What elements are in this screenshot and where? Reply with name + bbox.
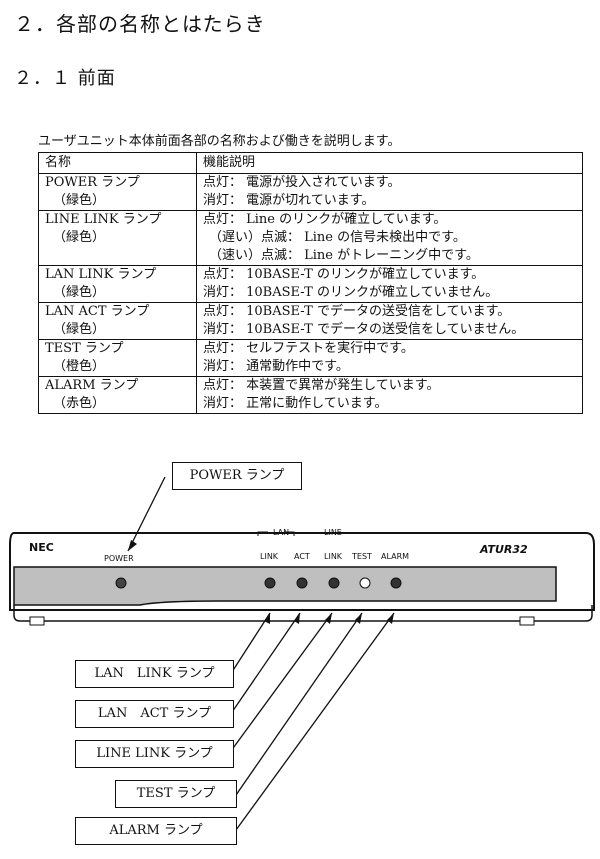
lamp-color: （緑色）: [53, 322, 106, 337]
lamp-name: LAN ACT ランプ: [45, 304, 150, 319]
device-foot-left: [29, 616, 45, 626]
table-header-row: 名称 機能説明: [38, 152, 583, 174]
callout-test: TEST ランプ: [115, 780, 237, 808]
lan-link-callout-line: [229, 612, 271, 676]
header-function: 機能説明: [196, 152, 583, 174]
alarm-led: [390, 577, 402, 589]
intro-text: ユーザユニット本体前面各部の名称および働きを説明します。: [38, 134, 401, 149]
device-foot-right: [519, 616, 535, 626]
lamp-color: （緑色）: [53, 285, 106, 300]
led-label-line-link: LINK: [324, 552, 343, 561]
test-arrowhead: [355, 613, 362, 624]
power-led: [115, 577, 127, 589]
led-label-lan-act: ACT: [294, 552, 310, 561]
lamp-name: POWER ランプ: [45, 175, 140, 190]
device-base: [13, 605, 593, 622]
test-led: [359, 577, 371, 589]
led-label-alarm: ALARM: [381, 552, 410, 561]
line-link-led: [328, 577, 340, 589]
lan-group-label: LAN: [273, 528, 290, 537]
table-row: POWER ランプ （緑色） 点灯： 電源が投入されています。消灯： 電源が切れて…: [38, 173, 583, 211]
led-label-test: TEST: [352, 552, 372, 561]
test-callout-line: [235, 612, 363, 796]
function-table: 名称 機能説明 POWER ランプ（緑色） 点灯： 電源が投入されています。消灯…: [38, 152, 583, 414]
lamp-color: （緑色）: [53, 230, 106, 245]
lamp-color: （緑色）: [53, 193, 106, 208]
lan-act-led: [296, 577, 308, 589]
function-line: （遅い）点滅： Line の信号未検出中です。: [209, 230, 466, 245]
power-label: POWER: [104, 554, 134, 563]
function-line: （速い）点滅： Line がトレーニング中です。: [209, 248, 479, 263]
function-line: 消灯： 正常に動作しています。: [203, 396, 388, 411]
lan-act-callout-line: [229, 612, 301, 716]
table-row: TEST ランプ （橙色） 点灯： セルフテストを実行中です。消灯： 通常動作中で…: [38, 339, 583, 377]
function-line: 点灯： Line のリンクが確立しています。: [203, 212, 447, 227]
subsection-heading: ２．１ 前面: [14, 68, 116, 89]
lan-group-bracket: [257, 531, 295, 536]
lamp-name: TEST ランプ: [45, 341, 124, 356]
lamp-color: （赤色）: [53, 396, 106, 411]
callout-line-link: LINE LINK ランプ: [75, 740, 234, 768]
lamp-name: LAN LINK ランプ: [45, 267, 157, 282]
line-link-callout-line: [227, 612, 333, 756]
function-line: 点灯： セルフテストを実行中です。: [203, 341, 414, 356]
table-row: LINE LINK ランプ （緑色） 点灯： Line のリンクが確立しています。…: [38, 210, 583, 266]
table-row: ALARM ランプ （赤色） 点灯： 本装置で異常が発生しています。消灯： 正常に…: [38, 376, 583, 414]
lan-link-led: [264, 577, 276, 589]
line-link-arrowhead: [325, 613, 332, 624]
section-heading: ２．各部の名称とはたらき: [14, 12, 266, 36]
alarm-arrowhead: [387, 613, 394, 624]
model-name: ATUR32: [480, 543, 528, 556]
line-group-label: LINE: [324, 528, 342, 537]
function-line: 消灯： 通常動作中です。: [203, 359, 349, 374]
alarm-callout-line: [235, 612, 395, 831]
function-line: 消灯： 10BASE-T のリンクが確立していません。: [203, 285, 499, 300]
lamp-name: LINE LINK ランプ: [45, 212, 162, 227]
power-callout-arrowhead: [128, 540, 137, 551]
function-line: 点灯： 本装置で異常が発生しています。: [203, 378, 440, 393]
header-name: 名称: [38, 152, 197, 174]
lamp-name: ALARM ランプ: [45, 378, 139, 393]
device-front-band: [13, 566, 557, 606]
power-callout-line: [127, 476, 166, 552]
led-label-lan-link: LINK: [260, 552, 279, 561]
function-line: 点灯： 10BASE-T でデータの送受信をしています。: [203, 304, 511, 319]
function-line: 点灯： 電源が投入されています。: [203, 175, 401, 190]
function-line: 消灯： 電源が切れています。: [203, 193, 375, 208]
device-illustration: [9, 476, 595, 831]
function-line: 点灯： 10BASE-T のリンクが確立しています。: [203, 267, 485, 282]
table-row: LAN LINK ランプ （緑色） 点灯： 10BASE-T のリンクが確立してい…: [38, 265, 583, 303]
brand-logo: NEC: [29, 541, 54, 554]
table-row: LAN ACT ランプ （緑色） 点灯： 10BASE-T でデータの送受信をして…: [38, 302, 583, 340]
callout-power: POWER ランプ: [172, 462, 302, 490]
callout-lan-link: LAN LINK ランプ: [75, 660, 234, 688]
function-line: 消灯： 10BASE-T でデータの送受信をしていません。: [203, 322, 525, 337]
lamp-color: （橙色）: [53, 359, 106, 374]
lan-link-arrowhead: [264, 613, 270, 624]
lan-act-arrowhead: [294, 613, 300, 624]
callout-lan-act: LAN ACT ランプ: [75, 700, 234, 728]
callout-alarm: ALARM ランプ: [75, 817, 237, 845]
